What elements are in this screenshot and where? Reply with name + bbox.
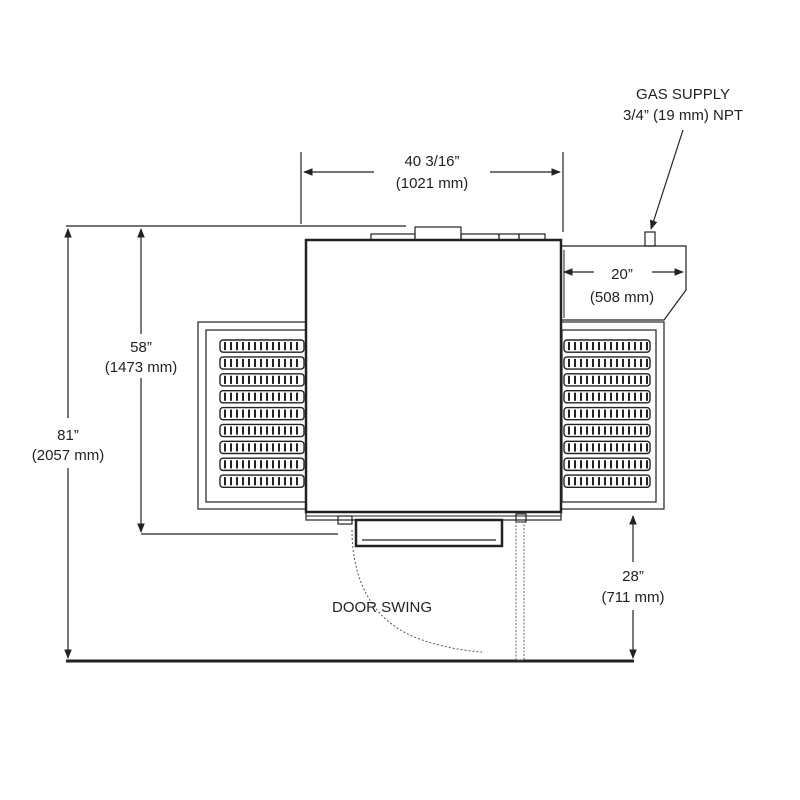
dim-clearance-inch: 28”: [622, 568, 644, 585]
grate-row: [219, 440, 305, 455]
dim-top-width: 40 3/16” (1021 mm): [300, 152, 564, 232]
right-grate-unit: [559, 321, 665, 510]
grate-row: [563, 339, 651, 353]
dim-clearance: 28” (711 mm): [601, 515, 665, 659]
grate-row: [563, 406, 651, 421]
grate-row: [219, 389, 305, 404]
gas-supply-spec: 3/4” (19 mm) NPT: [623, 107, 743, 124]
gas-pipe-stub: [644, 231, 656, 247]
grate-row: [219, 457, 305, 472]
grate-row: [563, 356, 651, 370]
dim-top-width-inch: 40 3/16”: [404, 153, 459, 170]
grate-row: [563, 474, 651, 488]
dim-side-height-inch: 58”: [130, 339, 152, 356]
dim-clearance-mm: (711 mm): [601, 589, 664, 606]
left-grate-unit: [197, 321, 309, 510]
grate-row: [563, 389, 651, 404]
grate-row: [563, 457, 651, 472]
dim-total-height: 81” (2057 mm): [32, 228, 105, 659]
grate-row: [219, 423, 305, 438]
door-swing-arc: [351, 529, 483, 653]
hinge-rail: [515, 521, 525, 661]
dim-total-height-mm: (2057 mm): [32, 447, 105, 464]
gas-supply-label: GAS SUPPLY: [636, 86, 730, 103]
grate-row: [219, 474, 305, 488]
grate-row: [219, 373, 305, 387]
gas-housing: [562, 245, 687, 321]
grate-row: [219, 339, 305, 353]
gas-supply-callout: GAS SUPPLY 3/4” (19 mm) NPT: [623, 86, 743, 230]
main-cabinet: [304, 226, 563, 548]
grate-row: [563, 440, 651, 455]
door-swing-label: DOOR SWING: [332, 599, 432, 616]
dim-top-width-mm: (1021 mm): [396, 175, 469, 192]
dim-right-depth-mm: (508 mm): [590, 289, 654, 306]
dim-right-depth-inch: 20”: [611, 266, 633, 283]
dim-side-height: 58” (1473 mm): [105, 228, 338, 535]
dim-side-height-mm: (1473 mm): [105, 359, 178, 376]
grate-row: [219, 356, 305, 370]
grate-row: [563, 373, 651, 387]
grate-row: [219, 406, 305, 421]
dim-right-depth: 20” (508 mm): [563, 266, 684, 306]
grate-row: [563, 423, 651, 438]
dim-total-height-inch: 81”: [57, 427, 79, 444]
